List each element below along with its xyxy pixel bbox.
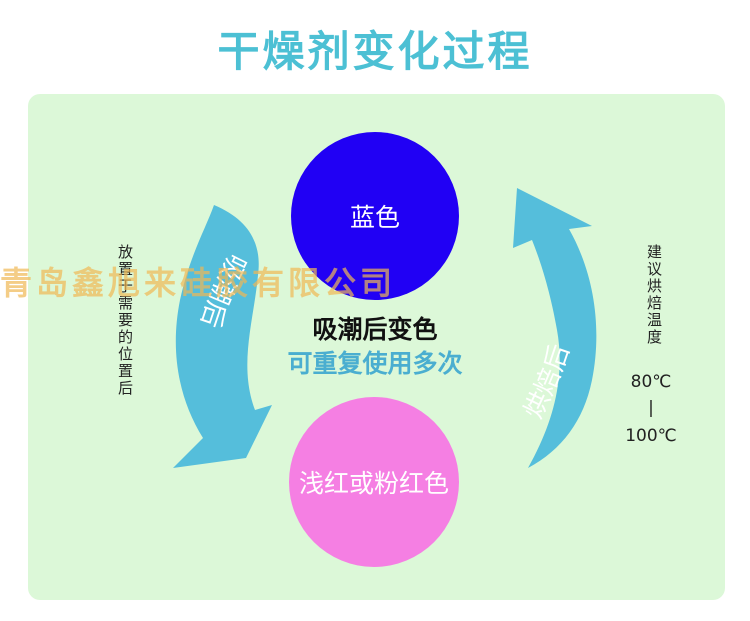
temp-high: 100℃ (625, 426, 677, 446)
temp-dash: | (648, 398, 654, 418)
pink-state-circle: 浅红或粉红色 (289, 397, 459, 567)
blue-state-label: 蓝色 (349, 203, 400, 232)
company-watermark: 青岛鑫旭来硅胶有限公司 (0, 264, 397, 302)
center-main-text: 吸潮后变色 (312, 315, 438, 344)
page-title: 干燥剂变化过程 (217, 27, 533, 76)
left-note: 放置于需要的位置后 (116, 244, 134, 397)
right-note: 建议烘焙温度 (645, 244, 663, 346)
pink-state-label: 浅红或粉红色 (298, 469, 449, 498)
right-arrow (513, 188, 597, 468)
center-sub-text: 可重复使用多次 (287, 349, 463, 378)
temp-low: 80℃ (630, 372, 672, 392)
blue-state-circle: 蓝色 (291, 132, 459, 300)
left-arrow (173, 205, 272, 468)
